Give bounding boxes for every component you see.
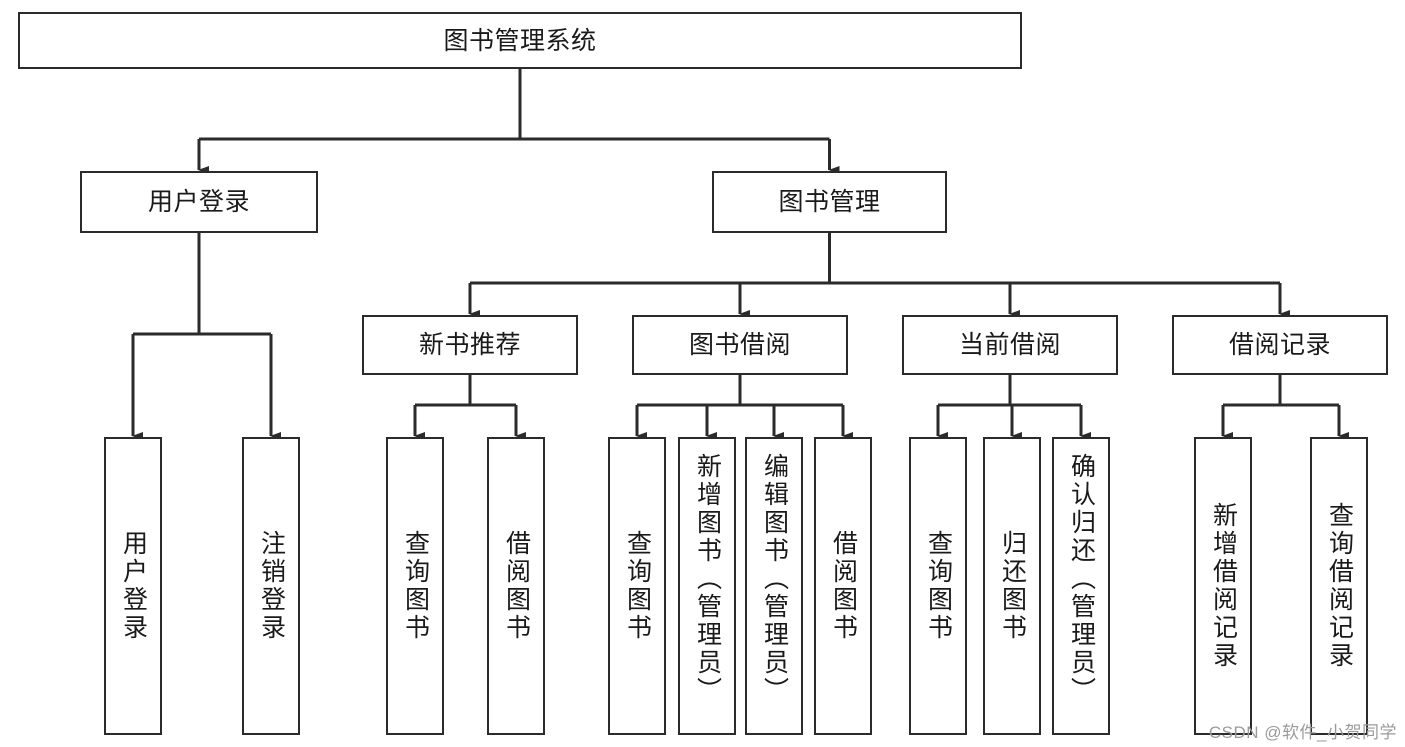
leaf-edit-book[interactable]: 编辑图书（管理员） (745, 437, 803, 735)
leaf-borrow-book-recommend[interactable]: 借阅图书 (487, 437, 545, 735)
leaf-borrow-book[interactable]: 借阅图书 (814, 437, 872, 735)
leaf-borrow-book-label: 借阅图书 (829, 530, 858, 642)
leaf-query-book-recommend[interactable]: 查询图书 (386, 437, 444, 735)
node-new-book-recommend[interactable]: 新书推荐 (362, 315, 578, 375)
leaf-query-borrow-record-label: 查询借阅记录 (1325, 502, 1354, 670)
leaf-confirm-return[interactable]: 确认归还（管理员） (1052, 437, 1110, 735)
leaf-user-login-label: 用户登录 (119, 530, 148, 642)
leaf-query-book-current-label: 查询图书 (924, 530, 953, 642)
leaf-user-login[interactable]: 用户登录 (104, 437, 162, 735)
leaf-add-book[interactable]: 新增图书（管理员） (678, 437, 736, 735)
watermark-text: CSDN @软件_小贺同学 (1208, 723, 1397, 742)
leaf-edit-book-label: 编辑图书（管理员） (760, 453, 789, 705)
leaf-logout-label: 注销登录 (257, 530, 286, 642)
leaf-logout[interactable]: 注销登录 (242, 437, 300, 735)
leaf-borrow-book-recommend-label: 借阅图书 (502, 530, 531, 642)
leaf-return-book-label: 归还图书 (998, 530, 1027, 642)
node-current-borrow-label: 当前借阅 (958, 331, 1061, 359)
node-book-manage[interactable]: 图书管理 (712, 171, 947, 233)
leaf-query-book-recommend-label: 查询图书 (401, 530, 430, 642)
node-new-book-recommend-label: 新书推荐 (418, 331, 521, 359)
node-book-borrow[interactable]: 图书借阅 (632, 315, 848, 375)
leaf-add-borrow-record-label: 新增借阅记录 (1209, 502, 1238, 670)
leaf-query-book-current[interactable]: 查询图书 (909, 437, 967, 735)
node-book-borrow-label: 图书借阅 (688, 331, 791, 359)
node-root[interactable]: 图书管理系统 (18, 12, 1022, 69)
leaf-add-borrow-record[interactable]: 新增借阅记录 (1194, 437, 1252, 735)
node-user-login[interactable]: 用户登录 (80, 171, 318, 233)
node-book-manage-label: 图书管理 (778, 188, 881, 216)
leaf-query-book-borrow[interactable]: 查询图书 (608, 437, 666, 735)
leaf-query-book-borrow-label: 查询图书 (623, 530, 652, 642)
leaf-add-book-label: 新增图书（管理员） (693, 453, 722, 705)
edges-group (131, 69, 1349, 440)
node-user-login-label: 用户登录 (147, 188, 250, 216)
leaf-confirm-return-label: 确认归还（管理员） (1067, 453, 1096, 705)
node-borrow-record-label: 借阅记录 (1228, 331, 1331, 359)
leaf-query-borrow-record[interactable]: 查询借阅记录 (1310, 437, 1368, 735)
node-borrow-record[interactable]: 借阅记录 (1172, 315, 1388, 375)
node-root-label: 图书管理系统 (443, 26, 597, 55)
node-current-borrow[interactable]: 当前借阅 (902, 315, 1118, 375)
leaf-return-book[interactable]: 归还图书 (983, 437, 1041, 735)
